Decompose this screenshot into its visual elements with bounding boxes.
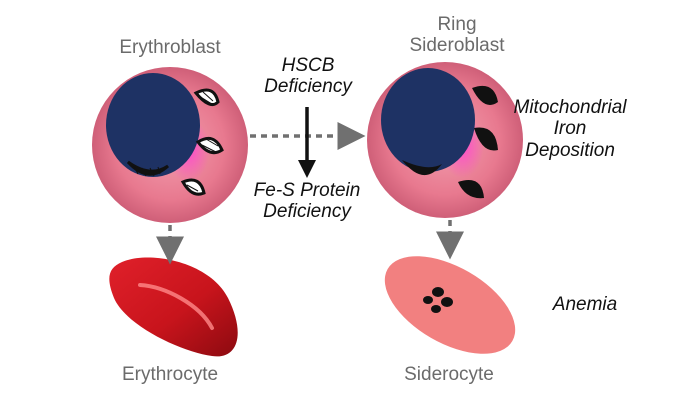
label-hscb-line2: Deficiency xyxy=(264,76,352,98)
label-erythrocyte: Erythrocyte xyxy=(121,364,219,385)
erythroblast-mitochondria xyxy=(126,88,224,196)
label-mitochondrial-iron-deposition: Mitochondrial Iron Deposition xyxy=(495,97,645,161)
label-siderocyte: Siderocyte xyxy=(404,364,494,385)
solid-arrow-down xyxy=(298,107,316,178)
label-ring-line1: Ring xyxy=(437,14,477,35)
label-hscb-line1: HSCB xyxy=(281,55,335,76)
label-ring-sideroblast: Ring Sideroblast xyxy=(392,14,522,57)
erythroblast-cell xyxy=(92,67,248,223)
erythroblast-nucleus xyxy=(106,73,200,177)
label-anemia: Anemia xyxy=(552,294,618,315)
label-fes-line1: Fe-S Protein xyxy=(253,180,361,201)
label-fes-protein-deficiency: Fe-S Protein Deficiency xyxy=(232,180,382,223)
ring-sideroblast-cell xyxy=(367,62,523,218)
erythrocyte-cell xyxy=(109,257,238,357)
label-mito-line1: Mitochondrial xyxy=(513,97,627,118)
label-mito-line2: Iron xyxy=(553,118,587,140)
iron-loaded-mitochondria xyxy=(402,85,498,199)
label-ring-line2: Sideroblast xyxy=(409,35,505,57)
label-mito-line3: Deposition xyxy=(525,139,615,161)
ring-sideroblast-nucleus xyxy=(381,68,475,172)
siderocyte-iron-granules xyxy=(423,287,453,313)
label-erythroblast: Erythroblast xyxy=(119,37,221,58)
siderocyte-cell xyxy=(384,256,516,354)
label-fes-line2: Deficiency xyxy=(263,201,351,223)
label-hscb-deficiency: HSCB Deficiency xyxy=(248,55,368,98)
